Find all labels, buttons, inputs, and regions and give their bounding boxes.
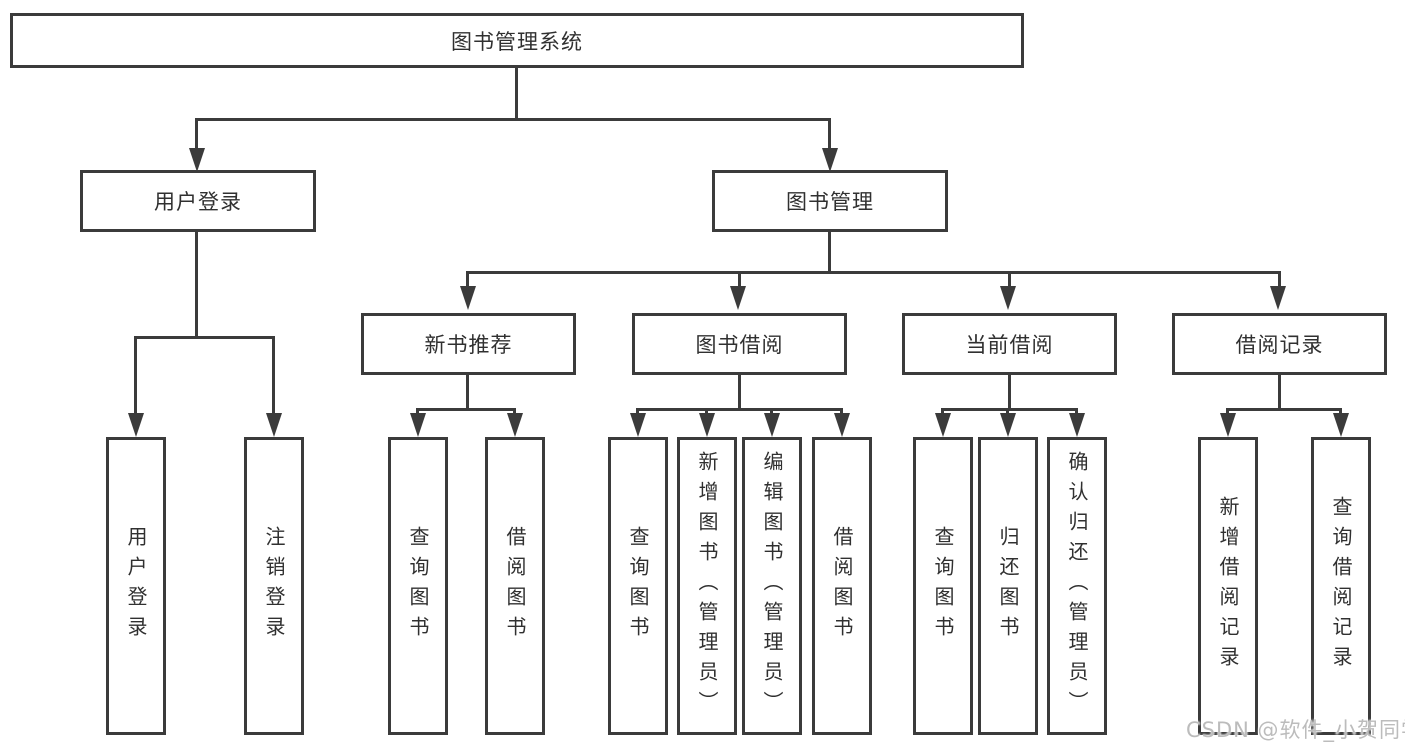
leaf-add-borrow-record: 新增借阅记录 bbox=[1198, 437, 1258, 735]
leaf-edit-book-admin: 编辑图书（管理员） bbox=[742, 437, 802, 735]
arrowhead-user-login bbox=[189, 148, 205, 172]
arrowhead-login bbox=[128, 413, 144, 437]
connector-drop-add-book bbox=[705, 408, 708, 415]
node-new-book-recommend: 新书推荐 bbox=[361, 313, 576, 375]
arrowhead-add-book bbox=[699, 413, 715, 437]
arrowhead-add-record bbox=[1220, 413, 1236, 437]
arrowhead-confirm-return bbox=[1069, 413, 1085, 437]
connector-drop-add-record bbox=[1226, 408, 1229, 415]
connector-drop-edit-book bbox=[770, 408, 773, 415]
arrowhead-query-record bbox=[1333, 413, 1349, 437]
connector-book-borrowing-stem bbox=[738, 375, 741, 411]
arrowhead-query-book-3 bbox=[935, 413, 951, 437]
connector-drop-user-login bbox=[195, 118, 198, 150]
leaf-add-borrow-record-label: 新增借阅记录 bbox=[1216, 496, 1240, 676]
leaf-borrow-book-2: 借阅图书 bbox=[812, 437, 872, 735]
leaf-query-book-3-label: 查询图书 bbox=[931, 526, 955, 646]
arrowhead-return-book bbox=[1000, 413, 1016, 437]
arrowhead-borrow-book-2 bbox=[834, 413, 850, 437]
node-borrowing-records-label: 借阅记录 bbox=[1235, 333, 1324, 357]
node-user-login: 用户登录 bbox=[80, 170, 316, 232]
node-borrowing-records: 借阅记录 bbox=[1172, 313, 1387, 375]
arrowhead-current-borrow bbox=[1000, 286, 1016, 310]
connector-drop-borrow-book-2 bbox=[840, 408, 843, 415]
arrowhead-query-book-1 bbox=[410, 413, 426, 437]
connector-drop-current-borrow bbox=[1008, 271, 1011, 287]
node-library-management-system: 图书管理系统 bbox=[10, 13, 1024, 68]
connector-borrowing-records-hline bbox=[1226, 408, 1341, 411]
leaf-return-book: 归还图书 bbox=[978, 437, 1038, 735]
connector-drop-borrow-record bbox=[1278, 271, 1281, 287]
leaf-logout-label: 注销登录 bbox=[262, 526, 286, 646]
leaf-query-book-2: 查询图书 bbox=[608, 437, 668, 735]
connector-current-borrowing-hline bbox=[941, 408, 1078, 411]
node-book-management-label: 图书管理 bbox=[786, 190, 874, 214]
node-current-borrowing: 当前借阅 bbox=[902, 313, 1117, 375]
leaf-query-borrow-record-label: 查询借阅记录 bbox=[1329, 496, 1353, 676]
connector-drop-borrow-book-1 bbox=[513, 408, 516, 415]
node-library-management-system-label: 图书管理系统 bbox=[451, 29, 583, 54]
connector-drop-book-borrow bbox=[738, 271, 741, 287]
connector-drop-new-book bbox=[466, 271, 469, 287]
arrowhead-book-management bbox=[822, 148, 838, 172]
leaf-query-book-1: 查询图书 bbox=[388, 437, 448, 735]
node-book-borrowing-label: 图书借阅 bbox=[695, 333, 784, 357]
leaf-edit-book-admin-label: 编辑图书（管理员） bbox=[760, 451, 784, 721]
connector-new-book-stem bbox=[466, 375, 469, 411]
leaf-add-book-admin: 新增图书（管理员） bbox=[677, 437, 737, 735]
node-book-borrowing: 图书借阅 bbox=[632, 313, 847, 375]
leaf-borrow-book-2-label: 借阅图书 bbox=[830, 526, 854, 646]
node-user-login-label: 用户登录 bbox=[154, 190, 242, 214]
connector-user-login-stem bbox=[195, 232, 198, 338]
leaf-borrow-book-1: 借阅图书 bbox=[485, 437, 545, 735]
connector-new-book-hline bbox=[416, 408, 516, 411]
connector-drop-logout bbox=[272, 336, 275, 415]
leaf-query-book-1-label: 查询图书 bbox=[406, 526, 430, 646]
connector-book-management-stem bbox=[828, 232, 831, 273]
leaf-query-book-2-label: 查询图书 bbox=[626, 526, 650, 646]
leaf-add-book-admin-label: 新增图书（管理员） bbox=[695, 451, 719, 721]
csdn-watermark: CSDN @软件_小贺同学 bbox=[1186, 718, 1405, 742]
arrowhead-borrow-record bbox=[1270, 286, 1286, 310]
connector-drop-return-book bbox=[1006, 408, 1009, 415]
connector-drop-query-book-2 bbox=[636, 408, 639, 415]
arrowhead-borrow-book-1 bbox=[507, 413, 523, 437]
leaf-query-book-3: 查询图书 bbox=[913, 437, 973, 735]
leaf-borrow-book-1-label: 借阅图书 bbox=[503, 526, 527, 646]
leaf-return-book-label: 归还图书 bbox=[996, 526, 1020, 646]
arrowhead-query-book-2 bbox=[630, 413, 646, 437]
arrowhead-logout bbox=[266, 413, 282, 437]
arrowhead-new-book bbox=[460, 286, 476, 310]
connector-drop-book-management bbox=[828, 118, 831, 150]
connector-drop-query-book-3 bbox=[941, 408, 944, 415]
connector-root-hline bbox=[195, 118, 831, 121]
connector-drop-query-book-1 bbox=[416, 408, 419, 415]
connector-drop-login bbox=[134, 336, 137, 415]
arrowhead-edit-book bbox=[764, 413, 780, 437]
connector-root-stem bbox=[515, 68, 518, 120]
node-current-borrowing-label: 当前借阅 bbox=[965, 333, 1054, 357]
connector-book-management-hline bbox=[466, 271, 1281, 274]
leaf-confirm-return-admin: 确认归还（管理员） bbox=[1047, 437, 1107, 735]
node-new-book-recommend-label: 新书推荐 bbox=[424, 333, 513, 357]
arrowhead-book-borrow bbox=[730, 286, 746, 310]
connector-book-borrowing-hline bbox=[636, 408, 843, 411]
connector-current-borrowing-stem bbox=[1008, 375, 1011, 411]
node-book-management: 图书管理 bbox=[712, 170, 948, 232]
connector-drop-query-record bbox=[1339, 408, 1342, 415]
connector-user-login-hline bbox=[134, 336, 275, 339]
leaf-user-login: 用户登录 bbox=[106, 437, 166, 735]
connector-drop-confirm-return bbox=[1075, 408, 1078, 415]
leaf-user-login-label: 用户登录 bbox=[124, 526, 148, 646]
connector-borrowing-records-stem bbox=[1278, 375, 1281, 411]
leaf-query-borrow-record: 查询借阅记录 bbox=[1311, 437, 1371, 735]
leaf-confirm-return-admin-label: 确认归还（管理员） bbox=[1065, 451, 1089, 721]
leaf-logout: 注销登录 bbox=[244, 437, 304, 735]
